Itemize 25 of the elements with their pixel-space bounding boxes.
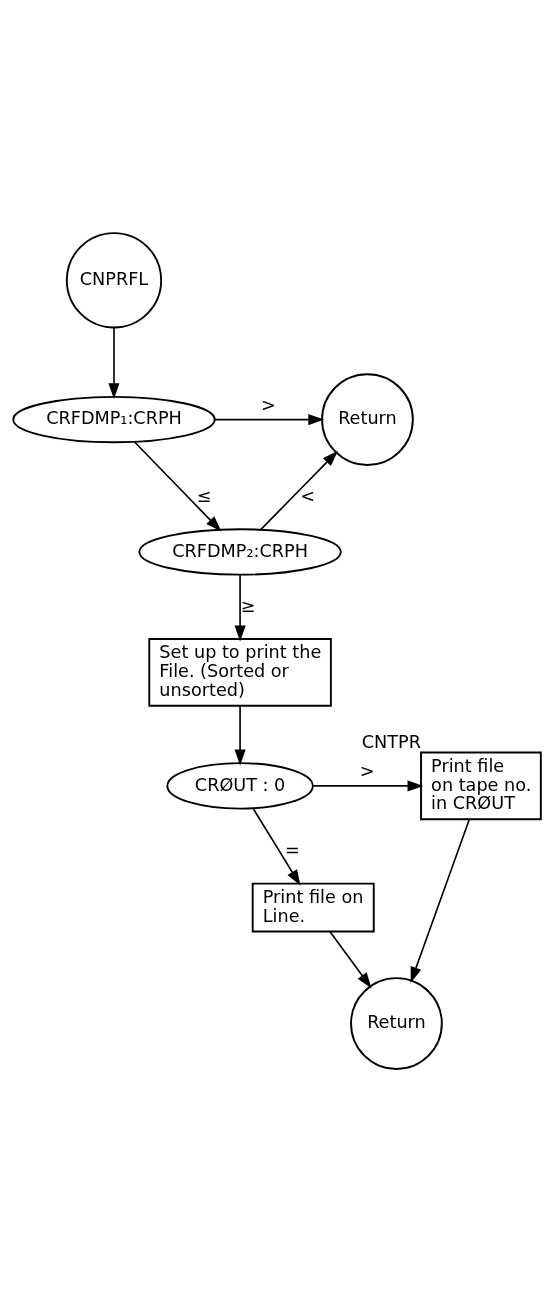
arrow bbox=[134, 441, 222, 532]
edge-label: > bbox=[359, 761, 375, 782]
node-label: CNTPR bbox=[361, 731, 421, 752]
node-box: Print file on tape no. in CRØUT bbox=[420, 751, 542, 821]
node-ellipse: CRFDMP₂:CRPH bbox=[138, 528, 342, 576]
node-circle: CNPRFL bbox=[65, 232, 163, 329]
node-ellipse: CRFDMP₁:CRPH bbox=[12, 395, 216, 444]
node-circle: Return bbox=[350, 977, 443, 1070]
arrow bbox=[252, 807, 301, 886]
edge-label: ≥ bbox=[240, 595, 256, 616]
arrow bbox=[234, 574, 246, 642]
arrow bbox=[329, 930, 372, 989]
edge-label: = bbox=[285, 840, 300, 861]
arrow bbox=[260, 450, 339, 531]
arrow bbox=[108, 327, 120, 400]
node-box: Print file on Line. bbox=[251, 882, 375, 933]
edge-label: < bbox=[300, 485, 315, 506]
edge-label: ≤ bbox=[196, 485, 212, 506]
node-ellipse: CRØUT : 0 bbox=[166, 762, 314, 810]
arrow bbox=[234, 705, 246, 766]
arrow bbox=[410, 818, 471, 983]
edge-label: > bbox=[261, 395, 276, 415]
arrow bbox=[214, 414, 325, 426]
arrow bbox=[312, 780, 424, 792]
node-box: Set up to print the File. (Sorted or unsorted) bbox=[148, 638, 332, 707]
